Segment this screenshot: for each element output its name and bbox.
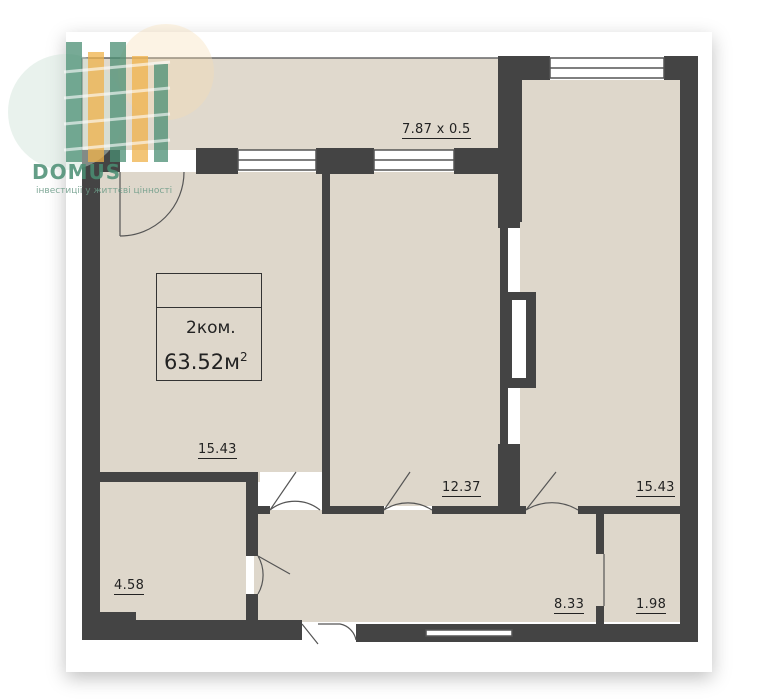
label-room-right: 15.43 — [636, 480, 675, 497]
wall-left — [82, 150, 100, 624]
wall-hall-top-d — [578, 506, 682, 514]
label-hall: 8.33 — [554, 597, 585, 614]
door-entrance-balcony — [119, 171, 185, 237]
logo-word: DOMUS — [32, 160, 122, 184]
door-bathroom — [257, 555, 291, 595]
total-area-value: 63.52м — [164, 350, 240, 374]
wall-right — [680, 56, 698, 640]
door-entry — [301, 623, 357, 645]
wall-top-mid — [316, 148, 374, 174]
label-bath: 4.58 — [114, 578, 145, 595]
label-balcony: 7.87 x 0.5 — [402, 122, 471, 139]
wall-bottom-stub — [82, 612, 136, 622]
floor-hall — [254, 510, 682, 622]
domus-logo — [8, 24, 214, 170]
area-unit-sup: 2 — [239, 350, 248, 364]
wall-hall-top-c — [432, 506, 526, 514]
balcony-floor — [82, 58, 498, 150]
total-area: 63.52м2 — [164, 350, 248, 374]
wall-left-middle — [322, 172, 330, 510]
floor-right-room — [520, 80, 682, 510]
label-living-left: 15.43 — [198, 442, 237, 459]
floor-middle-room — [330, 172, 500, 506]
window-bottom — [425, 629, 513, 637]
door-left-room — [269, 471, 321, 511]
label-wc: 1.98 — [636, 597, 667, 614]
pillar-inner — [512, 300, 526, 378]
wall-middle-right-a — [498, 222, 520, 228]
wall-bottom-right — [356, 624, 698, 642]
label-room-middle: 12.37 — [442, 480, 481, 497]
door-right-room — [525, 471, 579, 511]
wall-hall-top-a — [258, 506, 270, 514]
wall-hall-top-b — [322, 506, 384, 514]
rooms-count: 2ком. — [186, 318, 236, 338]
wall-balcony-corner — [498, 56, 522, 222]
wall-wc-left — [596, 514, 604, 554]
logo-tagline: інвестиції у життєві цінності — [36, 186, 173, 196]
room-summary-box — [156, 273, 262, 381]
wall-bath-right — [246, 472, 258, 556]
floor-left-room — [100, 172, 322, 472]
wall-bottom-left — [82, 620, 302, 640]
door-middle-room — [383, 471, 433, 511]
wall-middle-right-b — [498, 444, 520, 510]
wall-top-right-a — [498, 56, 550, 80]
wall-wc-left-b — [596, 606, 604, 624]
wall-bath-top — [100, 472, 258, 482]
wall-bath-right-b — [246, 594, 258, 622]
wall-top-left-b — [196, 148, 238, 174]
floor-bathroom — [100, 480, 246, 620]
wall-middle-right-thin — [500, 222, 508, 446]
